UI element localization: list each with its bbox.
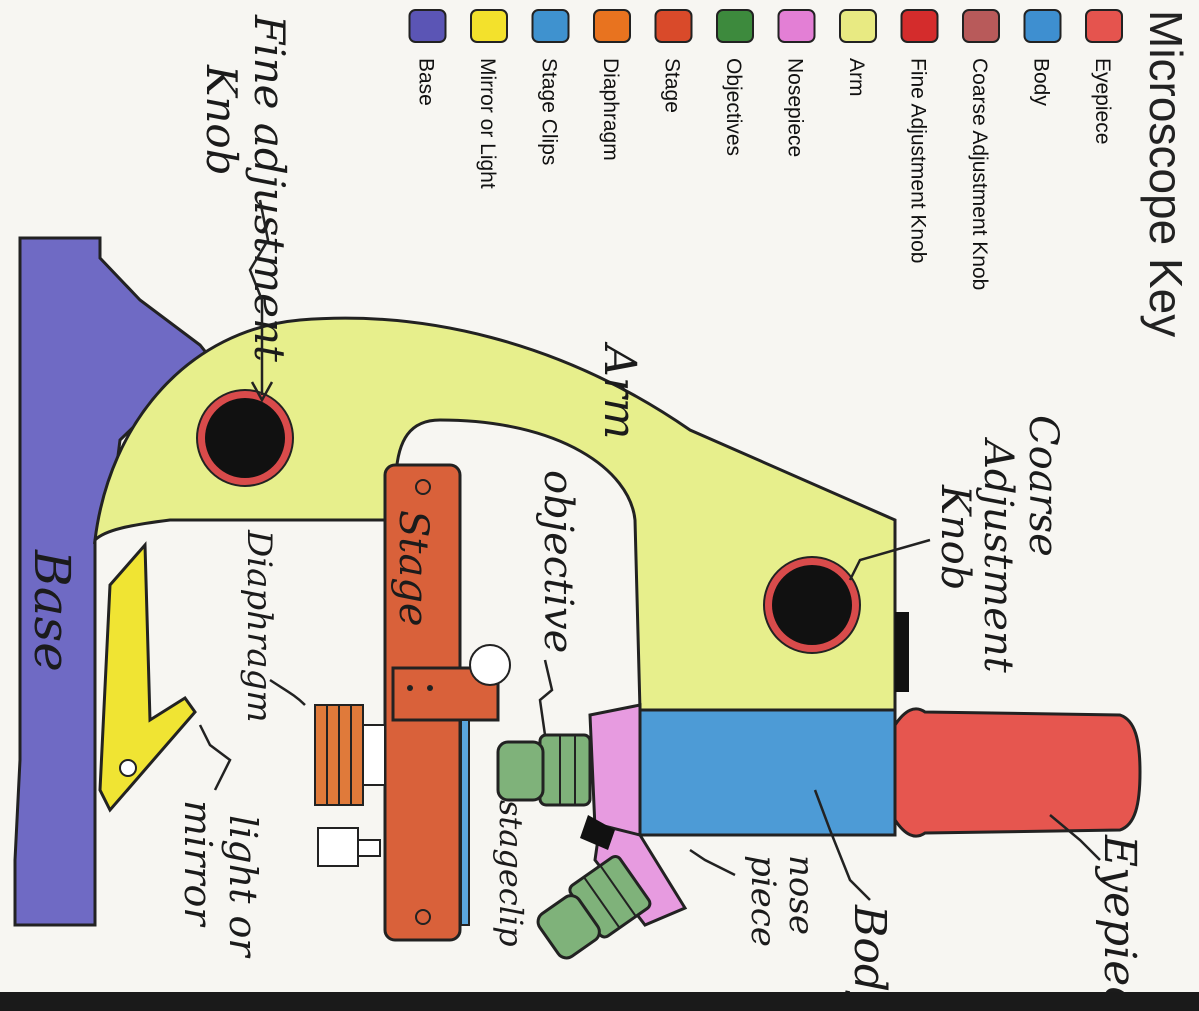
- label-fine-knob-line2: Knob: [197, 64, 246, 176]
- label-nose-line2: piece: [743, 855, 783, 947]
- objective-barrel: [540, 735, 590, 805]
- key-label: Body: [1030, 58, 1053, 106]
- key-item: Nosepiece: [779, 10, 815, 157]
- label-arm: Arm: [594, 341, 645, 440]
- key-swatch: [410, 10, 446, 42]
- label-eyepiece: Eyepiece: [1094, 834, 1145, 1011]
- label-coarse-knob: Coarse Adjustment Knob: [932, 415, 1066, 674]
- key-swatch: [963, 10, 999, 42]
- label-fine-knob-line1: Fine adjustment: [245, 14, 294, 362]
- key-swatch: [717, 10, 753, 42]
- key-label: Mirror or Light: [476, 58, 499, 189]
- key-label: Coarse Adjustment Knob: [968, 58, 991, 290]
- label-coarse-line3: Knob: [932, 484, 978, 590]
- key-label: Stage: [661, 58, 684, 113]
- key-title: Microscope Key: [1140, 10, 1192, 337]
- label-diaphragm: Diaphragm: [239, 529, 279, 723]
- key-item: Base: [410, 10, 446, 106]
- key-item: Eyepiece: [1086, 10, 1122, 144]
- label-light-mirror: light or mirror: [176, 800, 265, 959]
- fine-knob-center: [205, 398, 285, 478]
- key-swatch: [594, 10, 630, 42]
- label-light-line1: light or: [221, 815, 265, 959]
- label-fine-knob: Fine adjustment Knob: [197, 14, 294, 362]
- key-item: Coarse Adjustment Knob: [963, 10, 999, 290]
- key-item: Stage Clips: [533, 10, 569, 165]
- key-label: Fine Adjustment Knob: [907, 58, 930, 263]
- body-tube: [640, 710, 895, 835]
- key-item: Stage: [656, 10, 692, 113]
- label-nose-piece: nose piece: [743, 855, 821, 947]
- condenser-bracket: [318, 828, 358, 866]
- objective-lens: [498, 742, 543, 800]
- stage-screw: [427, 685, 433, 691]
- diaphragm-part: [315, 705, 385, 866]
- eyepiece-shape: [895, 709, 1140, 836]
- key-swatch: [471, 10, 507, 42]
- coarse-knob-center: [772, 565, 852, 645]
- coarse-adjustment-knob: [764, 557, 860, 653]
- fine-adjustment-knob: [197, 390, 293, 486]
- arm-clamp: [895, 612, 909, 692]
- label-stage-clip: stageclip: [492, 800, 530, 947]
- key-label: Stage Clips: [538, 58, 561, 165]
- key-label: Nosepiece: [784, 58, 807, 157]
- stage-clip-shape: [461, 720, 469, 925]
- mirror-hinge: [120, 760, 136, 776]
- label-coarse-line2: Adjustment: [975, 436, 1021, 674]
- key-label: Base: [415, 58, 438, 106]
- label-nose-line1: nose: [781, 855, 821, 935]
- condenser-bracket: [358, 840, 380, 856]
- key-swatch: [1086, 10, 1122, 42]
- key-label: Eyepiece: [1091, 58, 1114, 144]
- key-item: Objectives: [717, 10, 753, 156]
- nosepiece-upper: [590, 705, 640, 835]
- key-item: Diaphragm: [594, 10, 630, 161]
- objective-straight: [498, 735, 590, 805]
- key-swatch: [840, 10, 876, 42]
- key-items: Eyepiece Body Coarse Adjustment Knob Fine A…: [410, 10, 1123, 290]
- label-coarse-line1: Coarse: [1020, 415, 1066, 557]
- key-swatch: [779, 10, 815, 42]
- key-swatch: [1025, 10, 1061, 42]
- label-objective: objective: [535, 470, 581, 653]
- label-base: Base: [23, 549, 81, 672]
- key-item: Mirror or Light: [471, 10, 507, 189]
- microscope-key: Microscope Key Eyepiece Body Coarse Adjust…: [410, 10, 1193, 337]
- mirror-shape: [100, 545, 195, 810]
- key-label: Objectives: [722, 58, 745, 156]
- key-swatch: [902, 10, 938, 42]
- stage-hole: [470, 645, 510, 685]
- stage-screw: [407, 685, 413, 691]
- label-stage: Stage: [390, 510, 436, 627]
- arrow-objective: [540, 660, 552, 735]
- page-bottom-border: [0, 992, 1199, 1011]
- mirror-part: [100, 545, 195, 810]
- diaphragm-holder: [363, 725, 385, 785]
- key-item: Arm: [840, 10, 876, 97]
- key-label: Arm: [845, 58, 868, 97]
- arrow-nose-piece: [690, 850, 735, 875]
- key-swatch: [656, 10, 692, 42]
- key-item: Fine Adjustment Knob: [902, 10, 938, 263]
- key-item: Body: [1025, 10, 1061, 106]
- arrow-light-mirror: [200, 725, 230, 790]
- key-swatch: [533, 10, 569, 42]
- label-light-line2: mirror: [176, 800, 220, 928]
- key-label: Diaphragm: [599, 58, 622, 161]
